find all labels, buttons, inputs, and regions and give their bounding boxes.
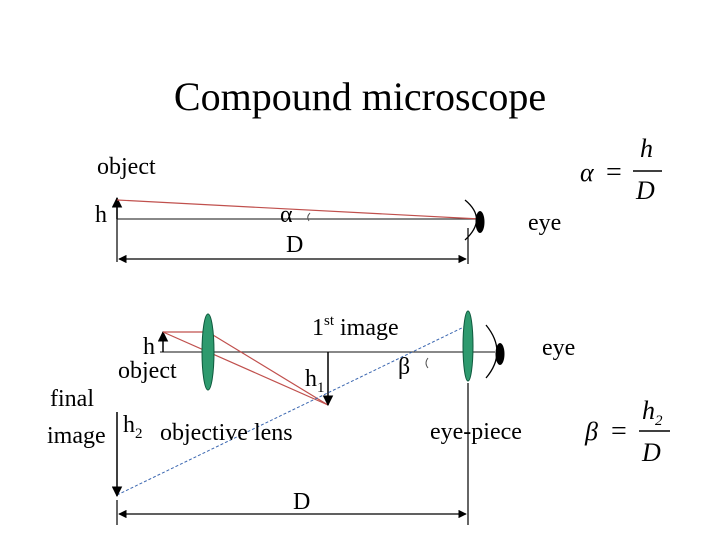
bottom-object-label: object	[118, 358, 177, 384]
top-object-label: object	[97, 154, 156, 180]
alpha-eq-num: h	[640, 134, 653, 163]
image-label: image	[47, 423, 106, 449]
eye-piece-lens-icon	[462, 310, 474, 382]
bottom-d-label: D	[293, 489, 310, 515]
beta-eq-num: h2	[642, 396, 663, 429]
beta-equation: β = h2 D	[584, 396, 670, 467]
bottom-eye-label: eye	[542, 335, 575, 361]
objective-lens-label: objective lens	[160, 420, 293, 446]
beta-eq-sign: =	[611, 416, 627, 447]
objective-lens-icon	[201, 313, 215, 391]
top-diagram: object h α D eye	[95, 154, 561, 264]
beta-eq-den: D	[641, 438, 661, 467]
virtual-ray	[116, 324, 469, 496]
ray-refracted-1	[207, 331, 329, 406]
alpha-eq-lhs: α	[580, 158, 595, 187]
beta-eq-lhs: β	[584, 417, 598, 446]
beta-label: β	[398, 354, 410, 380]
eye-piece-label: eye-piece	[430, 419, 522, 445]
top-alpha-arc	[307, 212, 311, 222]
top-ray	[116, 199, 481, 220]
bottom-h-label: h	[143, 334, 155, 360]
alpha-eq-sign: =	[606, 157, 622, 188]
beta-arc	[425, 357, 429, 369]
top-alpha-label: α	[280, 202, 293, 228]
top-d-label: D	[286, 232, 303, 258]
h1-label: h1	[305, 366, 325, 396]
final-label: final	[50, 386, 94, 412]
alpha-eq-den: D	[635, 176, 655, 205]
top-eye-label: eye	[528, 210, 561, 236]
page-title: Compound microscope	[174, 74, 546, 119]
alpha-equation: α = h D	[580, 134, 662, 205]
bottom-eye-icon	[485, 324, 505, 379]
top-h-label: h	[95, 202, 107, 228]
h2-label: h2	[123, 412, 143, 442]
ray-central-1	[162, 331, 329, 406]
